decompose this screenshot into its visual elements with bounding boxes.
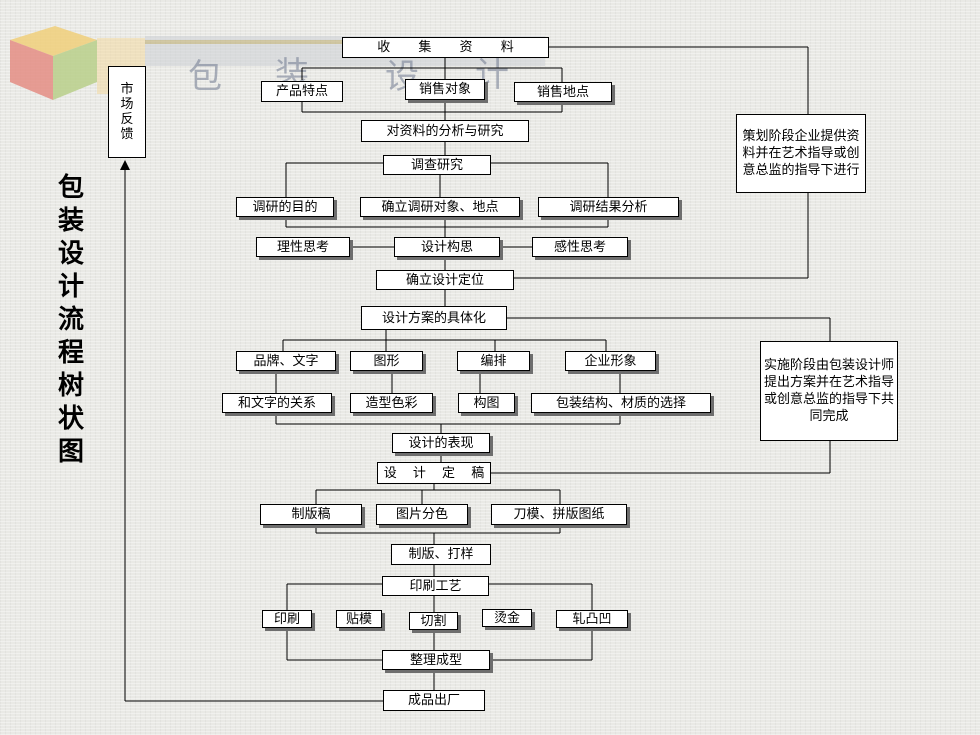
node-composition: 构图 bbox=[458, 393, 515, 413]
node-positioning: 确立设计定位 bbox=[376, 270, 514, 290]
node-graphics: 图形 bbox=[350, 351, 423, 371]
node-foil: 烫金 bbox=[482, 609, 532, 627]
feedback-arrow-icon bbox=[120, 160, 130, 170]
node-collect: 收 集 资 料 bbox=[342, 37, 549, 58]
node-layout: 编排 bbox=[457, 351, 530, 371]
node-structure-material: 包装结构、材质的选择 bbox=[531, 393, 711, 413]
node-embossing: 轧凸凹 bbox=[556, 610, 628, 628]
node-expression: 设计的表现 bbox=[392, 433, 490, 453]
node-printing: 印刷 bbox=[262, 610, 312, 628]
node-concept: 设计构思 bbox=[394, 237, 500, 257]
node-brand-text: 品牌、文字 bbox=[236, 351, 336, 371]
node-color-separation: 图片分色 bbox=[376, 504, 468, 525]
node-plate-draft: 制版稿 bbox=[260, 504, 362, 525]
logo-glyph: 包 bbox=[188, 57, 222, 97]
market-feedback-label: 市场反馈 bbox=[120, 82, 134, 142]
node-print-process: 印刷工艺 bbox=[382, 576, 489, 596]
market-feedback-box: 市场反馈 bbox=[108, 66, 146, 158]
node-concretize: 设计方案的具体化 bbox=[361, 306, 507, 330]
node-rational: 理性思考 bbox=[256, 237, 350, 257]
note-planning-stage: 策划阶段企业提供资料并在艺术指导或创意总监的指导下进行 bbox=[736, 114, 866, 193]
node-survey-target: 确立调研对象、地点 bbox=[360, 197, 520, 217]
node-corporate-image: 企业形象 bbox=[565, 351, 656, 371]
node-perceptual: 感性思考 bbox=[532, 237, 628, 257]
node-product-features: 产品特点 bbox=[261, 81, 343, 102]
node-sales-target: 销售对象 bbox=[405, 79, 485, 100]
node-cutting: 切割 bbox=[409, 612, 458, 630]
node-finalize: 设 计 定 稿 bbox=[377, 462, 491, 484]
node-analysis: 对资料的分析与研究 bbox=[361, 120, 529, 142]
note-implementation-stage: 实施阶段由包装设计师提出方案并在艺术指导或创意总监的指导下共同完成 bbox=[760, 341, 898, 441]
node-survey-purpose: 调研的目的 bbox=[236, 197, 334, 217]
node-text-relation: 和文字的关系 bbox=[222, 393, 332, 413]
node-survey: 调查研究 bbox=[383, 155, 491, 175]
node-die-cut: 刀模、拼版图纸 bbox=[491, 504, 627, 525]
node-proofing: 制版、打样 bbox=[391, 544, 491, 565]
node-form-color: 造型色彩 bbox=[350, 393, 433, 413]
node-survey-result: 调研结果分析 bbox=[538, 197, 679, 217]
node-laminating: 贴模 bbox=[336, 610, 382, 628]
node-finishing: 整理成型 bbox=[382, 650, 490, 670]
node-sales-location: 销售地点 bbox=[514, 82, 612, 102]
diagram-title: 包装设计流程树状图 bbox=[57, 173, 84, 467]
node-shipment: 成品出厂 bbox=[383, 690, 485, 711]
